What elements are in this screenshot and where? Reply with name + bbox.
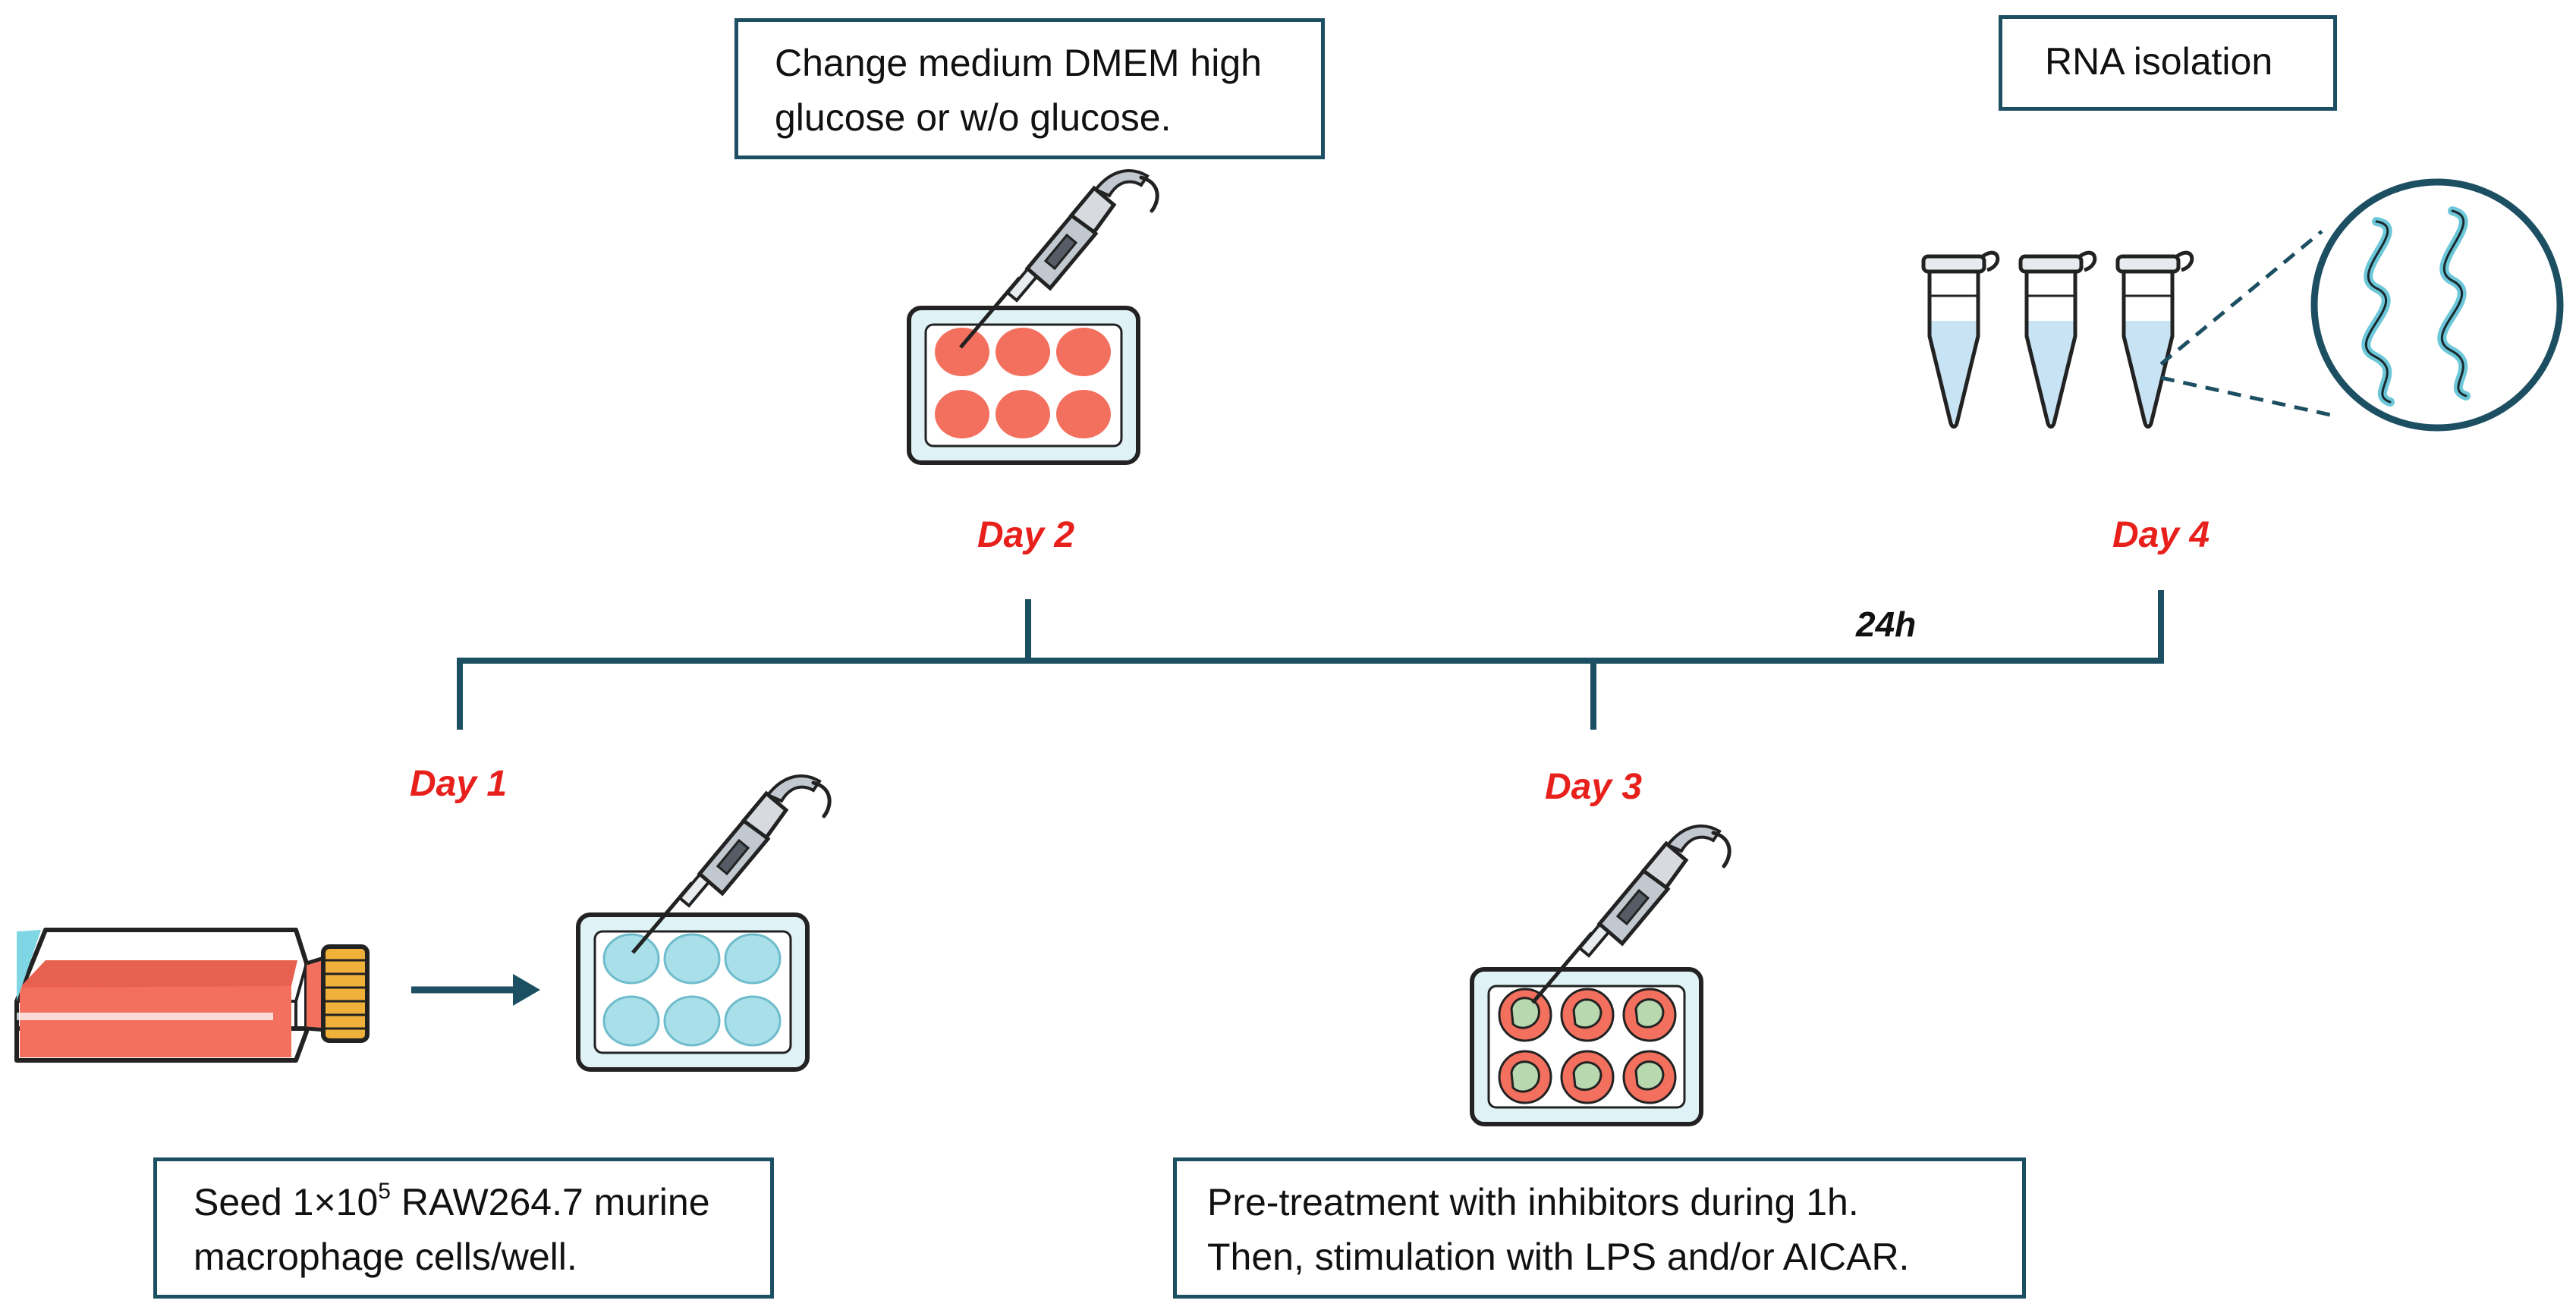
well-plate-icon bbox=[576, 912, 810, 1072]
day-2-step-box: Change medium DMEM high glucose or w/o g… bbox=[734, 18, 1325, 159]
well-plate-icon bbox=[907, 306, 1140, 465]
day-4-label: Day 4 bbox=[2112, 515, 2210, 555]
arrow-right-icon bbox=[411, 974, 540, 1006]
day-2-step-line2: glucose or w/o glucose. bbox=[775, 96, 1172, 139]
day-1-step-box: Seed 1×105 RAW264.7 murine macrophage ce… bbox=[153, 1157, 774, 1299]
well-plate-icon bbox=[1470, 967, 1703, 1126]
timeline bbox=[457, 590, 2164, 730]
day-3-step-line1: Pre-treatment with inhibitors during 1h. bbox=[1207, 1181, 1859, 1223]
day-3-step-box: Pre-treatment with inhibitors during 1h.… bbox=[1173, 1157, 2026, 1299]
day-3-label: Day 3 bbox=[1545, 767, 1643, 807]
day-1-step-line1: Seed 1×105 RAW264.7 murine bbox=[193, 1175, 734, 1230]
day-2-label: Day 2 bbox=[977, 515, 1075, 555]
interval-label: 24h bbox=[1856, 605, 1917, 644]
day-1-step-suffix: RAW264.7 murine bbox=[390, 1181, 710, 1223]
microtube-icon bbox=[1923, 253, 1998, 426]
microtube-icon bbox=[2021, 253, 2095, 426]
day-3-step-line2: Then, stimulation with LPS and/or AICAR. bbox=[1207, 1236, 1910, 1278]
day-4-step-box: RNA isolation bbox=[1999, 15, 2337, 111]
day-4-step-text: RNA isolation bbox=[2045, 40, 2273, 83]
zoom-lines bbox=[2159, 230, 2335, 418]
culture-flask-icon bbox=[14, 928, 370, 1063]
day-2-step-line1: Change medium DMEM high bbox=[775, 42, 1262, 84]
day-1-label: Day 1 bbox=[410, 764, 508, 804]
day-1-step-prefix: Seed 1×10 bbox=[193, 1181, 379, 1223]
day-1-step-exponent: 5 bbox=[378, 1179, 391, 1205]
day-1-step-line2: macrophage cells/well. bbox=[193, 1236, 577, 1278]
microtube-icon bbox=[2118, 253, 2192, 426]
rna-helix-icon bbox=[2310, 178, 2564, 432]
